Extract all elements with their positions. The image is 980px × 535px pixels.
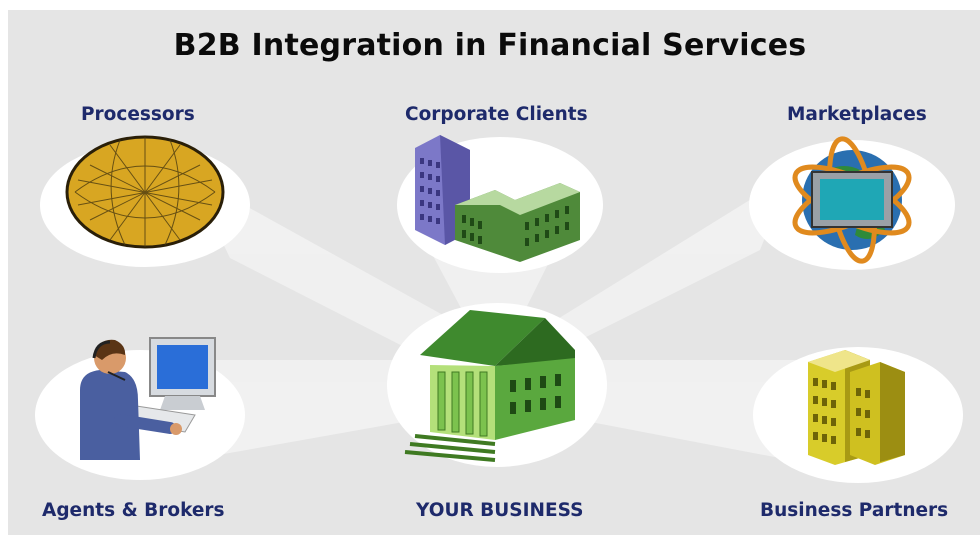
diagram-title: B2B Integration in Financial Services bbox=[173, 28, 807, 63]
beam-marketplaces bbox=[540, 175, 790, 350]
processors-label: Processors bbox=[81, 104, 195, 125]
marketplaces-label: Marketplaces bbox=[787, 104, 927, 125]
beam-agents bbox=[180, 360, 420, 460]
corporate-clients-label: Corporate Clients bbox=[405, 104, 588, 125]
geodesic-dome-icon bbox=[65, 135, 225, 249]
your-business-label: YOUR BUSINESS bbox=[416, 500, 584, 521]
beam-partners bbox=[580, 360, 800, 460]
agents-brokers-label: Agents & Brokers bbox=[42, 500, 225, 521]
beam-processors bbox=[190, 175, 470, 360]
office-buildings-icon bbox=[415, 135, 580, 262]
agent-at-computer-icon bbox=[80, 337, 216, 460]
bank-building-icon bbox=[404, 310, 575, 462]
partner-buildings-icon bbox=[808, 350, 905, 465]
business-partners-label: Business Partners bbox=[760, 500, 949, 521]
globe-monitor-icon bbox=[792, 136, 912, 264]
